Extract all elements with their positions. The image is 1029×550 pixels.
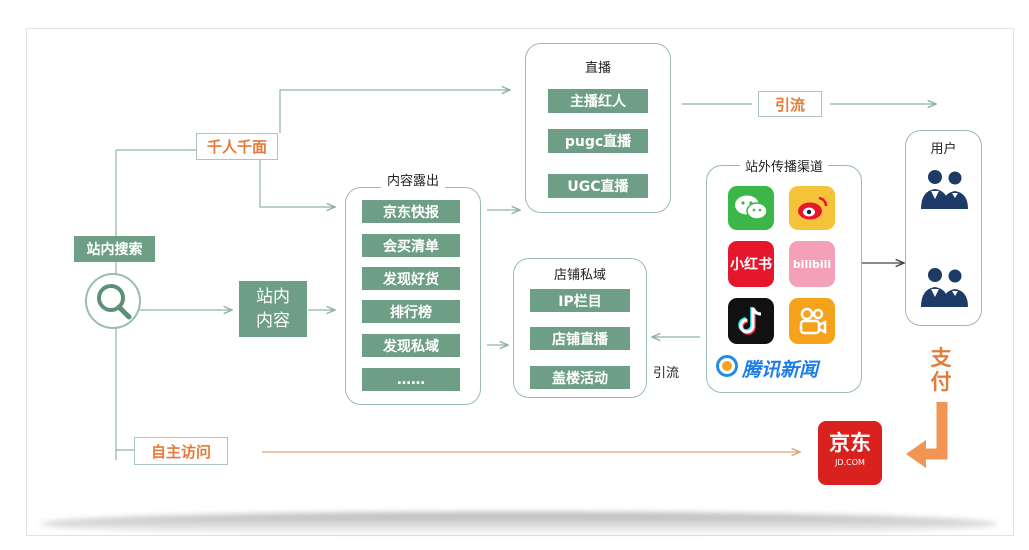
search-label: 站内搜索 (74, 236, 155, 262)
return-arrow-icon (904, 400, 960, 476)
exposure-item: 排行榜 (362, 300, 460, 323)
shop-private-title: 店铺私域 (553, 268, 606, 283)
jd-logo-name: 京东 (829, 431, 871, 455)
kuaishou-icon (789, 298, 835, 344)
bilibili-text: bilibili (792, 257, 832, 271)
exposure-item: …… (362, 368, 460, 391)
frame-shadow (40, 512, 998, 536)
jd-logo-domain: JD.COM (835, 458, 865, 467)
shop-item: IP栏目 (530, 289, 630, 312)
arrow-to-live (279, 90, 510, 133)
traffic-label-small: 引流 (653, 366, 680, 381)
xiaohongshu-icon: 小红书 (728, 241, 774, 287)
search-icon (85, 273, 141, 329)
self-visit-label: 自主访问 (134, 437, 228, 465)
weibo-icon (789, 186, 835, 230)
exposure-item: 京东快报 (362, 200, 460, 223)
shop-item: 店铺直播 (530, 327, 630, 350)
shop-item: 盖楼活动 (530, 366, 630, 389)
live-title: 直播 (584, 61, 611, 76)
exposure-item: 发现私域 (362, 334, 460, 357)
live-item: UGC直播 (548, 174, 648, 198)
douyin-icon (728, 298, 774, 344)
bilibili-icon: bilibili (789, 241, 835, 287)
xiaohongshu-text: 小红书 (730, 257, 772, 273)
tencent-news-icon (716, 355, 738, 377)
tencent-news-label: 腾讯新闻 (742, 359, 819, 381)
traffic-label: 引流 (758, 91, 822, 117)
jd-logo: 京东 JD.COM (818, 421, 882, 485)
wechat-icon (728, 186, 774, 230)
live-item: 主播红人 (548, 89, 648, 113)
arrow-to-content-exposure (259, 160, 335, 207)
thousand-faces-label: 千人千面 (196, 133, 278, 160)
users-icon (917, 263, 971, 311)
site-content-label: 站内 内容 (239, 281, 307, 337)
pay-label: 支 付 (930, 346, 952, 394)
offsite-title: 站外传播渠道 (739, 160, 828, 175)
exposure-item: 发现好货 (362, 267, 460, 290)
content-exposure-title: 内容露出 (380, 174, 445, 189)
users-icon (917, 165, 971, 213)
live-item: pugc直播 (548, 129, 648, 153)
exposure-item: 会买清单 (362, 234, 460, 257)
users-title: 用户 (926, 142, 961, 157)
